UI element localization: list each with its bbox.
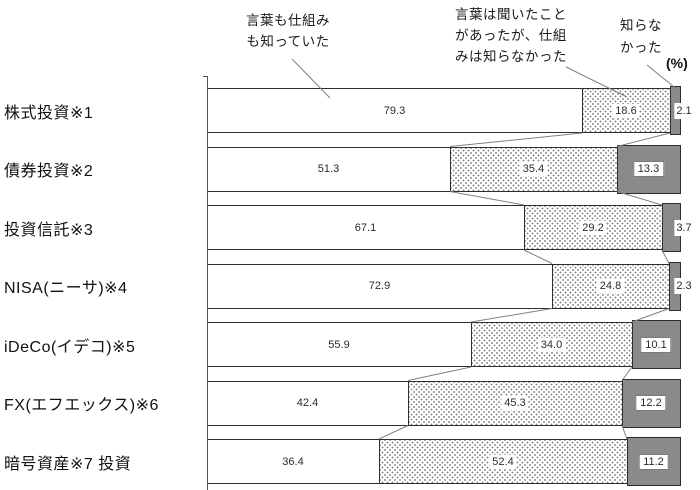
value-label: 3.7 [674,219,694,236]
series-connector-line [470,308,553,323]
category-label: 債券投資※2 [4,163,94,180]
category-label: iDeCo(イデコ)※5 [4,338,136,356]
value-label: 45.3 [501,396,529,410]
series-connector-line [449,132,583,147]
value-label: 18.6 [612,103,640,118]
value-label: 35.4 [519,162,548,176]
value-label: 72.9 [368,280,391,292]
value-label: 79.3 [383,104,406,117]
bar-row: 55.9 34.0 10.1 [0,320,700,369]
bar-row: 42.4 45.3 12.2 [0,378,700,428]
value-label: 52.4 [489,454,517,469]
segment-heard-only [450,146,618,192]
category-label: 投資信託※3 [4,221,94,239]
value-label: 12.2 [635,395,667,411]
percent-unit-label: (%) [666,55,688,71]
category-label: FX(エフエックス)※6 [4,397,159,414]
value-label: 34.0 [537,337,566,352]
value-label: 13.3 [632,161,665,177]
value-label: 2.1 [674,102,694,119]
series1-callout-label: 言葉も仕組み も知っていた [246,13,330,49]
series-connector-line [616,191,663,206]
value-label: 29.2 [579,220,607,235]
segment-knew-both [207,146,451,192]
value-label: 10.1 [640,336,672,353]
segment-knew-both [207,205,525,250]
bar-row: 67.1 29.2 3.7 [0,203,700,252]
bar-row: 36.4 52.4 11.2 [0,437,700,486]
bar-row: 72.9 24.8 2.3 [0,261,700,311]
value-label: 42.4 [296,397,319,409]
value-label: 51.3 [317,163,340,175]
value-label: 11.2 [638,453,669,470]
series-connector-line [407,366,472,381]
series3-callout-label: 知らな かった [620,18,662,55]
category-label: NISA(ニーサ)※4 [4,280,128,297]
category-label: 暗号資産※7 投資 [4,455,132,473]
value-label: 2.3 [674,278,694,294]
series-connector-line [378,425,409,440]
segment-knew-both [207,263,553,309]
bar-row: 51.3 35.4 13.3 [0,144,700,194]
category-label: 株式投資※1 [4,104,94,122]
series-connector-line [449,191,525,206]
value-label: 55.9 [328,338,350,351]
value-label: 36.4 [282,455,304,468]
value-label: 24.8 [596,279,625,293]
value-label: 67.1 [354,221,377,234]
series-connector-line [523,249,553,264]
series-connector-line [661,249,670,264]
series2-callout-label: 言葉は聞いたこと があったが、仕組 みは知らなかった [455,7,567,64]
segment-knew-both [207,439,380,484]
segment-knew-both [207,322,472,367]
bar-row: 79.3 18.6 2.1 [0,86,700,135]
